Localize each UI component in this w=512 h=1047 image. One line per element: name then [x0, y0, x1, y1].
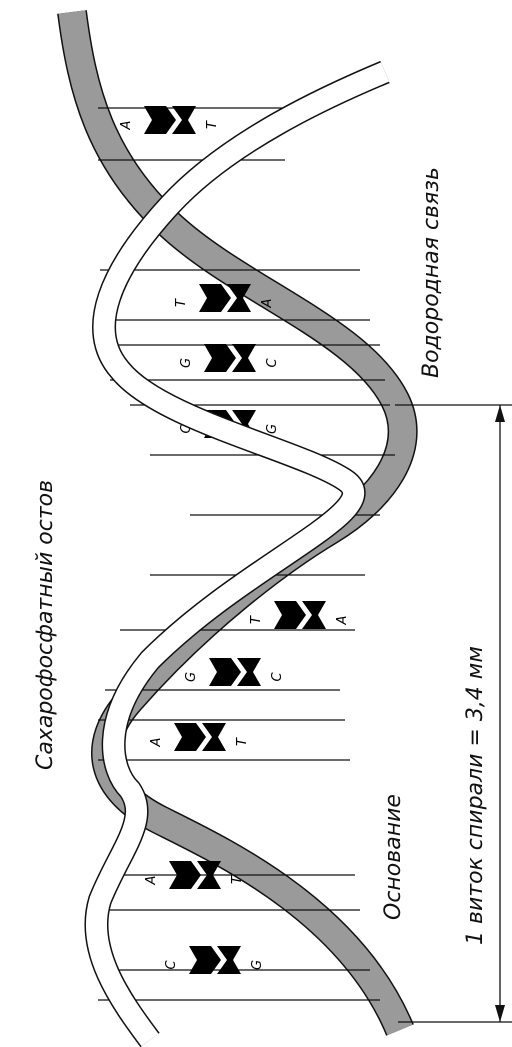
base-letter-right: A	[260, 299, 275, 309]
base-letter-left: C	[164, 960, 179, 970]
base-letter-left: A	[144, 876, 159, 886]
base-letter-right: T	[205, 120, 220, 129]
nucleotide-block	[199, 284, 251, 312]
base-letter-left: A	[149, 738, 164, 748]
turn-label: 1 виток спирали = 3,4 мм	[463, 646, 488, 945]
base-letter-left: T	[174, 298, 189, 307]
base-letter-right: C	[265, 358, 280, 368]
backbone-label: Сахарофосфатный остов	[33, 480, 58, 770]
hydrogen-bond-label: Водородная связь	[419, 167, 444, 378]
base-letter-right: C	[270, 672, 285, 682]
nucleotide-block	[204, 344, 256, 372]
nucleotide-block	[144, 106, 196, 134]
front-strand	[96, 72, 385, 1040]
base-letter-right: T	[230, 875, 245, 884]
turn-dimension	[395, 405, 512, 1022]
nucleotide-block	[209, 658, 261, 686]
base-letter-left: G	[179, 358, 194, 368]
nucleotide-block	[174, 723, 226, 751]
base-letter-left: T	[249, 615, 264, 624]
base-letter-left: G	[184, 672, 199, 682]
base-letter-right: G	[265, 424, 280, 434]
base-letter-left: A	[119, 121, 134, 131]
base-letter-right: T	[235, 737, 250, 746]
base-label: Основание	[381, 794, 406, 920]
base-letter-right: A	[335, 616, 350, 626]
nucleotide-block	[274, 601, 326, 629]
base-letter-right: G	[250, 960, 265, 970]
